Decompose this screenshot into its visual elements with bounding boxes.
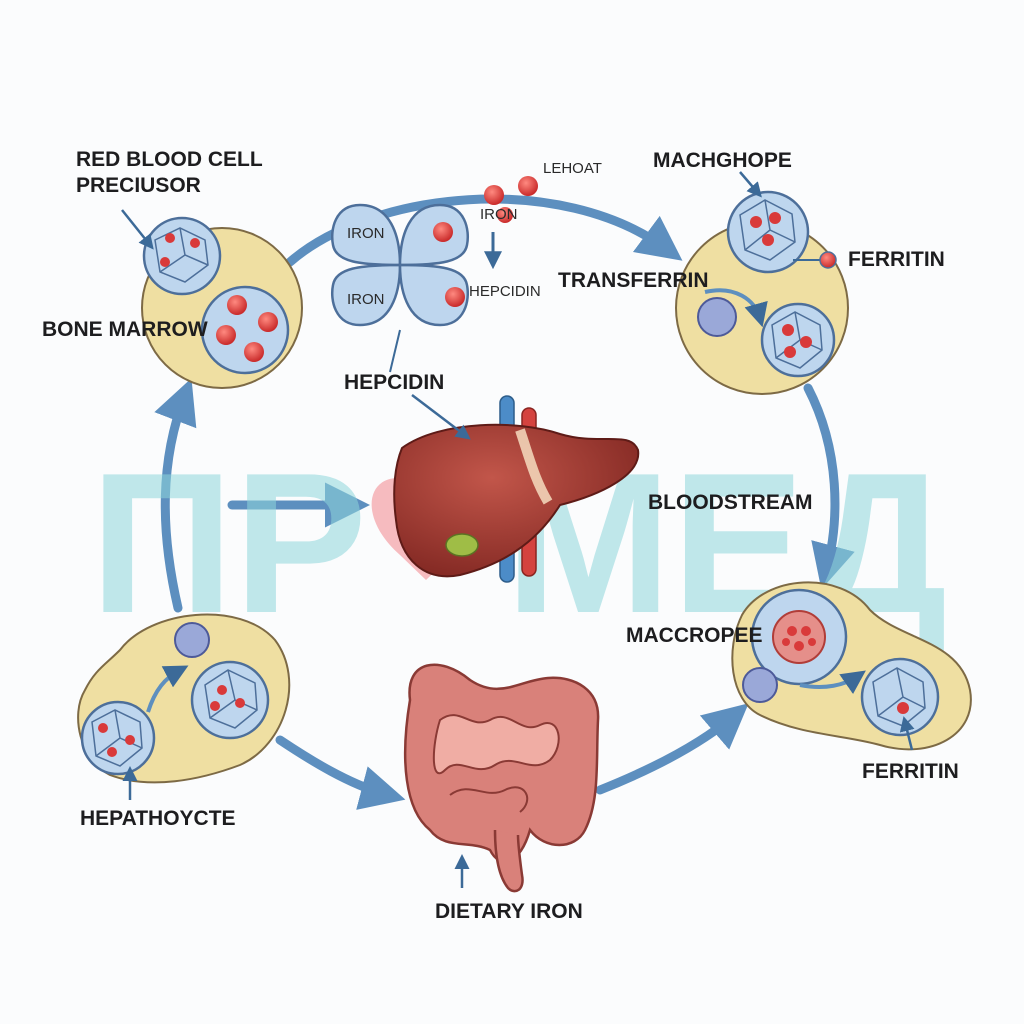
- rbc-precursor-vesicle: [142, 216, 222, 296]
- intestine: [403, 663, 600, 893]
- arrow-intestine-to-macrophage: [595, 703, 749, 795]
- label-machghope: MACHGHOPE: [653, 149, 792, 172]
- ferritin-vesicle-top: [760, 302, 836, 378]
- macrophage-nucleus: [750, 588, 848, 686]
- machghope-pointer: [739, 171, 762, 198]
- macrophage-cell-top: [675, 190, 849, 395]
- rbc-precursor-pointer: [121, 209, 154, 250]
- label-lehoat: LEHOAT: [543, 160, 602, 177]
- ferritin-top-dot: [819, 251, 837, 269]
- label-dietary-iron: DIETARY IRON: [435, 900, 583, 923]
- ferritin-vesicle-bottom: [860, 657, 940, 737]
- label-rbc-precursor-line1: RED BLOOD CELL: [76, 148, 263, 171]
- label-iron-top: IRON: [347, 225, 385, 242]
- iron-dot: [433, 222, 453, 242]
- label-iron-small: IRON: [480, 206, 518, 223]
- label-hepcidin-small: HEPCIDIN: [469, 283, 541, 300]
- arrow-hepatocyte-up: [154, 378, 197, 613]
- label-hepcidin: HEPCIDIN: [344, 371, 444, 394]
- label-transferrin: TRANSFERRIN: [558, 269, 709, 292]
- hepatocyte-cell: [77, 613, 291, 784]
- liver: [393, 395, 640, 583]
- labels: RED BLOOD CELL PRECIUSOR BONE MARROW IRO…: [42, 148, 959, 923]
- label-bone-marrow: BONE MARROW: [42, 318, 208, 341]
- bone-marrow-vesicle: [200, 285, 290, 375]
- iron-clover: [331, 203, 469, 373]
- label-bloodstream: BLOODSTREAM: [648, 491, 813, 514]
- floating-iron-dots: [484, 176, 538, 223]
- iron-dot: [445, 287, 465, 307]
- arrow-marrow-to-transferrin: [285, 194, 683, 267]
- macrophage-cell-bottom: [731, 581, 972, 751]
- bone-marrow-cell: [141, 216, 303, 389]
- hepatocyte-vesicle-right: [190, 660, 270, 740]
- arrow-macrophage-down: [803, 383, 855, 590]
- label-ferritin-top: FERRITIN: [848, 248, 945, 271]
- label-iron-bottom: IRON: [347, 291, 385, 308]
- macrophage-vesicle-top: [726, 190, 810, 274]
- hepcidin-liver-pointer: [411, 394, 471, 440]
- gallbladder: [445, 533, 479, 557]
- label-hepatocyte: HEPATHOYCTE: [80, 807, 236, 830]
- label-rbc-precursor-line2: PRECIUSOR: [76, 174, 201, 197]
- label-ferritin-bottom: FERRITIN: [862, 760, 959, 783]
- label-maccropee: MACCROPEE: [626, 624, 763, 647]
- arrow-hepatocyte-to-intestine: [275, 735, 406, 810]
- ferritin-bottom-pointer: [899, 716, 915, 751]
- cycle-arrows: [154, 194, 855, 810]
- hepatocyte-vesicle-left: [80, 700, 156, 776]
